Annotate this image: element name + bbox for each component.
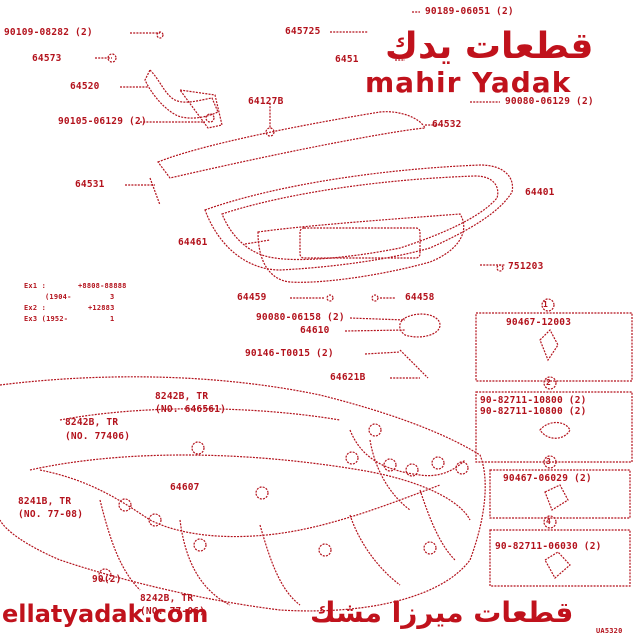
wire-harness [39,469,456,606]
note-l1a: Ex1 : [24,282,47,290]
note-l2b: 3 [110,293,115,301]
car-trunk-opening [29,454,471,521]
callout-64621b: 64621B [330,372,366,383]
box4-part: 90-82711-06030 (2) [495,541,602,552]
inset-box-3 [489,469,631,519]
circle-num-3: 3 [546,457,552,466]
leader [95,11,505,379]
callout-90146: 90146-T0015 (2) [245,348,334,359]
bolt [205,113,215,123]
callout-645725: 645725 [285,26,321,37]
lock-rod [399,349,429,379]
wire-note-64607: 64607 [170,482,200,493]
hinge-arm [144,68,219,119]
wire-note-2a: 8242B, TR [65,417,119,428]
spoiler [157,111,426,179]
callout-64459: 64459 [237,292,267,303]
circle-num-2: 2 [546,378,552,387]
watermark-arabic-bottom: قطعات ميرزا مشك [310,596,574,629]
bolt [371,294,379,302]
callout-90189: 90189-06051 (2) [425,6,514,17]
bolt [265,127,275,137]
wire-note-5a: 8242B, TR [140,593,194,604]
callout-90080b: 90080-06158 (2) [256,312,345,323]
callout-64531: 64531 [75,179,105,190]
bolt [156,31,164,39]
liner-opening [299,227,421,259]
box1-part: 90467-12003 [506,317,572,328]
circle-num-1: 1 [543,300,549,309]
stay [149,177,161,206]
hinge-bracket [178,89,223,129]
callout-64458: 64458 [405,292,435,303]
wire-note-6: 90(2) [92,574,122,585]
watermark-site: ellatyadak.com [2,600,209,628]
wire-note-2b: (NO. 77406) [65,431,131,442]
callout-6451: 6451 [335,54,359,65]
inset-box-4 [489,529,631,587]
wire-note-3a: 8241B, TR [18,496,72,507]
callout-64573: 64573 [32,53,62,64]
box2-part-a: 90-82711-10800 (2) [480,395,587,406]
trunk-lid [204,164,514,271]
callout-64461: 64461 [178,237,208,248]
circle-num-4: 4 [546,517,552,526]
note-l2a: (1904- [45,293,72,301]
bolt [326,294,334,302]
callout-64610: 64610 [300,325,330,336]
lock-cylinder [399,313,441,338]
wire-note-3b: (NO. 77-08) [18,509,84,520]
watermark-arabic: قطعات يدك [385,26,594,67]
wire-note-5b: (NO. 77-06) [140,606,206,617]
trunk-liner [257,213,465,283]
callout-64401: 64401 [525,187,555,198]
callout-64520: 64520 [70,81,100,92]
callout-64127b: 64127B [248,96,284,107]
figure-code: UA5320 [596,627,623,635]
box2-part-b: 90-82711-10800 (2) [480,406,587,417]
note-l3a: Ex2 : [24,304,47,312]
wire-note-1a: 8242B, TR [155,391,209,402]
bolt [107,53,117,63]
wire-harness-2 [349,429,466,511]
callout-90105: 90105-06129 (2) [58,116,147,127]
note-l4a: Ex3 (1952- [24,315,69,323]
wire-note-1b: (NO. 646561) [155,404,227,415]
callout-64532: 64532 [432,119,462,130]
inset-box-1 [475,312,633,382]
callout-90109: 90109-08282 (2) [4,27,93,38]
car-body [0,376,486,612]
callout-90080: 90080-06129 (2) [505,96,594,107]
note-l3b: +12883 [88,304,115,312]
trunk-lid-inner [221,175,499,261]
note-l1b: +8808-88888 [78,282,127,290]
box3-part: 90467-06029 (2) [503,473,592,484]
watermark-latin: mahir Yadak [365,66,572,99]
car-rear-window [59,408,341,421]
note-l4b: 1 [110,315,115,323]
bolt [496,264,504,272]
inset-box-2 [475,391,633,463]
callout-751203: 751203 [508,261,544,272]
